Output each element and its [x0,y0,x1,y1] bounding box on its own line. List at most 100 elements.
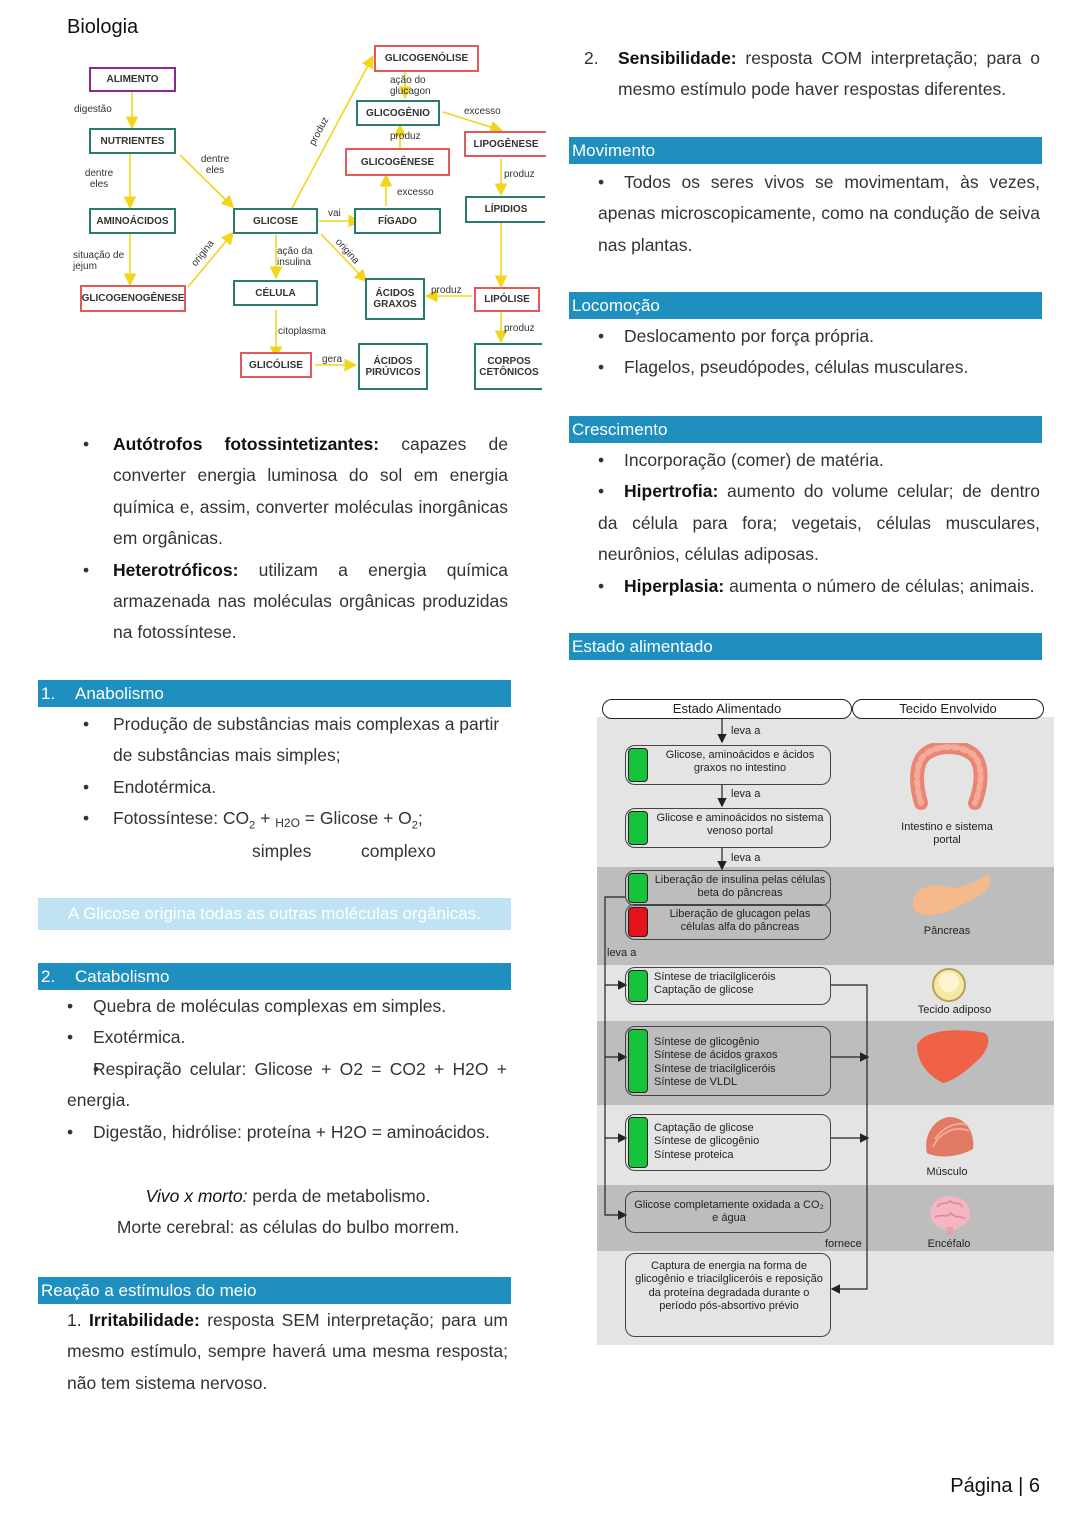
autotrofos-term: Autótrofos fotossintetizantes: [113,434,380,454]
concept-map: ALIMENTO NUTRIENTES AMINOÁCIDOS GLICOGEN… [60,40,546,395]
list-item: •Todos os seres vivos se movimentam, às … [598,172,1040,255]
vivo-morto-line: Vivo x morto: perda de metabolismo. [38,1181,538,1212]
box-glicogenolise: GLICOGENÓLISE [374,45,479,72]
label-dentre-eles-2: dentre eles [200,154,230,176]
fotossintese-h2o: H2O [275,816,300,831]
catabolismo-list: •Quebra de moléculas complexas em simple… [67,991,507,1148]
fs-box-text: Glicose, aminoácidos e ácidos graxos no … [665,749,815,775]
label-situacao-jejum: situação de jejum [73,250,125,272]
anabolismo-title: Anabolismo [75,684,164,703]
concept-map-arrows [123,55,508,372]
box-acidos-graxos: ÁCIDOS GRAXOS [365,278,425,320]
tissue-intestino: Intestino e sistema portal [901,821,993,846]
label-produz-2: produz [390,131,421,142]
catabolismo-item-2: Exotérmica. [93,1027,186,1048]
fed-state-arrows [604,717,870,1294]
heterotroficos-text: utilizam a energia química armazenada na… [113,559,508,643]
fs-box-text: Liberação de glucagon pelas células alfa… [669,908,811,934]
fs-box-text: Glicose e aminoácidos no sistema venoso … [656,812,824,838]
brain-icon [930,1196,970,1235]
movimento-item-1: Todos os seres vivos se movimentam, às v… [598,172,1040,255]
list-item: •Exotérmica. [67,1027,186,1048]
autotrofos-list: •Autótrofos fotossintetizantes: capazes … [79,429,508,649]
locomocao-list: •Deslocamento por força própria. •Flagel… [598,321,1040,384]
list-item: •Produção de substâncias mais complexas … [83,714,500,766]
hiperplasia-text: aumenta o número de células; animais. [729,575,1035,596]
list-item: •Heterotróficos: utilizam a energia quím… [83,559,508,643]
box-glicogenio: GLICOGÊNIO [356,100,440,126]
section-movimento-bar: Movimento [569,137,1042,164]
fs-box-adiposo: Síntese de triacilgliceróis Captação de … [625,967,831,1005]
label-excesso-2: excesso [397,187,434,198]
box-nutrientes: NUTRIENTES [89,128,176,154]
movimento-list: •Todos os seres vivos se movimentam, às … [598,167,1040,261]
fs-box-glucagon: Liberação de glucagon pelas células alfa… [625,904,831,940]
label-acao-glucagon: ação do glucagon [390,75,431,97]
hipertrofia-text: aumento do volume celular; de dentro da … [598,481,1040,565]
box-lipogenese: LIPOGÊNESE [464,131,546,157]
intestine-icon [910,743,988,810]
sub-2b: 2 [411,819,418,832]
label-dentre-eles-1: dentre eles [84,168,114,190]
vivo-morto-text: perda de metabolismo. [247,1186,431,1206]
fs-box-insulina: Liberação de insulina pelas células beta… [625,870,831,906]
list-item: •Hiperplasia: aumenta o número de célula… [598,575,1035,596]
anabolismo-item-2: Endotérmica. [113,776,217,797]
label-leva-a-1: leva a [731,725,761,737]
anabolismo-num: 1. [41,684,56,703]
label-excesso-1: excesso [464,106,501,117]
sensibilidade-text: resposta COM interpretação; para o mesmo… [618,48,1040,100]
sub-2a: 2 [249,819,256,832]
adipose-icon [932,968,966,1002]
fs-box-musculo: Captação de glicose Síntese de glicogêni… [625,1114,831,1171]
irritabilidade: 1. Irritabilidade: resposta SEM interpre… [67,1305,508,1399]
label-produz-3: produz [504,169,535,180]
locomocao-item-2: Flagelos, pseudópodes, células musculare… [624,357,969,378]
label-digestao: digestão [74,104,112,115]
page-number: Página | 6 [950,1475,1040,1497]
box-corpos-cetonicos: CORPOS CETÔNICOS [474,343,542,390]
catabolismo-item-4: Digestão, hidrólise: proteína + H2O = am… [93,1121,490,1142]
header-tecido-envolvido: Tecido Envolvido [852,699,1044,719]
list-item: •Digestão, hidrólise: proteína + H2O = a… [67,1121,490,1142]
hiperplasia-term: Hiperplasia: [624,575,725,596]
section-estado-alimentado-bar: Estado alimentado [569,633,1042,660]
label-gera: gera [322,354,343,365]
fs-box-text: Captura de energia na forma de glicogêni… [635,1260,823,1312]
vivo-morto-term: Vivo x morto: [145,1186,248,1206]
label-acao-insulina: ação da insulina [277,246,313,268]
box-glicogenogenese: GLICOGENOGÊNESE [80,285,186,312]
subject-title: Biologia [67,16,139,38]
label-leva-a-2: leva a [731,788,761,800]
fs-box-encefalo: Glicose completamente oxidada a CO₂ e ág… [625,1191,831,1233]
irritabilidade-term: Irritabilidade: [88,1310,200,1330]
up-arrow-icon [628,811,648,845]
list-item: •Deslocamento por força própria. [598,326,874,346]
fs-box-captura-energia: Captura de energia na forma de glicogêni… [625,1253,831,1337]
sensibilidade-term: Sensibilidade: [618,48,737,68]
box-figado: FÍGADO [354,208,441,234]
label-produz-4: produz [431,285,462,296]
fs-box-text: Glicose completamente oxidada a CO₂ e ág… [634,1199,824,1225]
fotossintese-end: ; [417,808,423,829]
tissue-encefalo: Encéfalo [927,1238,971,1250]
box-glicogenese: GLICOGÊNESE [345,148,450,176]
box-acidos-piruvicos: ÁCIDOS PIRÚVICOS [358,343,428,390]
header-estado-alimentado: Estado Alimentado [602,699,852,719]
label-fornece: fornece [825,1238,862,1250]
label-simples: simples [252,841,312,861]
irritabilidade-num: 1. [67,1310,82,1330]
catabolismo-item-1: Quebra de moléculas complexas em simples… [93,996,447,1016]
autotrofos-text: capazes de converter energia luminosa do… [113,434,508,549]
tissue-pancreas: Pâncreas [923,925,971,937]
label-citoplasma: citoplasma [278,326,326,337]
box-alimento: ALIMENTO [89,67,176,92]
up-arrow-icon [628,873,648,903]
up-arrow-icon [628,1029,648,1093]
muscle-icon [926,1117,974,1157]
up-arrow-icon [628,748,648,782]
hipertrofia-term: Hipertrofia: [624,481,719,502]
box-glicose: GLICOSE [233,208,318,234]
fs-box-text: Captação de glicose Síntese de glicogêni… [654,1122,760,1161]
crescimento-item-1: Incorporação (comer) de matéria. [624,450,884,470]
